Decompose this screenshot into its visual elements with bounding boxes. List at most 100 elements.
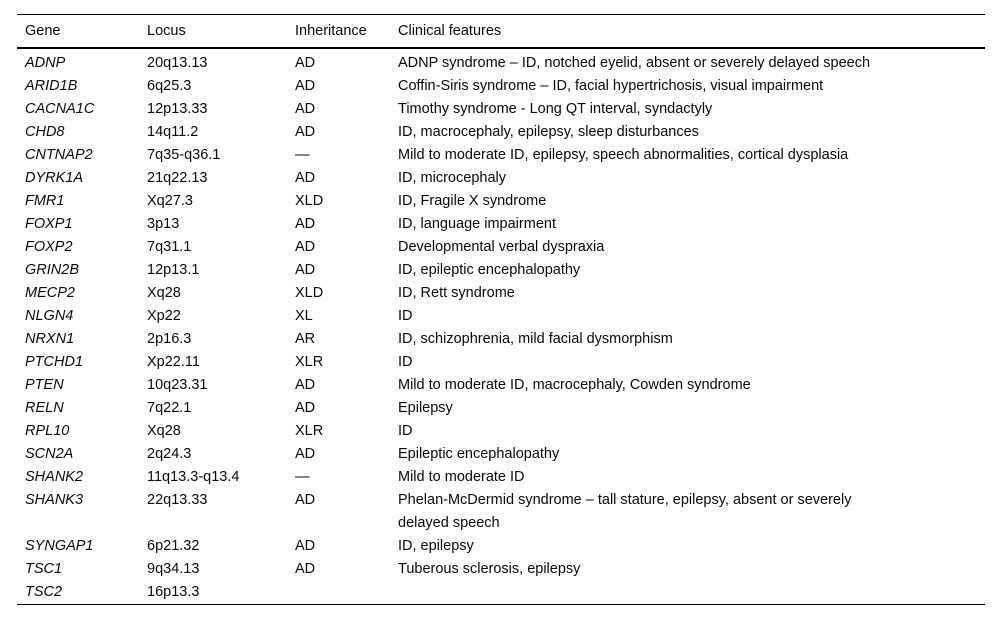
column-header-clinical-features: Clinical features <box>390 14 985 49</box>
cell-inheritance: XLR <box>295 423 324 439</box>
table-row: CACNA1C 12p13.33 AD Timothy syndrome - L… <box>17 98 985 121</box>
table-row: DYRK1A 21q22.13 AD ID, microcephaly <box>17 167 985 190</box>
cell-clinical-features: Mild to moderate ID, macrocephaly, Cowde… <box>398 377 751 393</box>
cell-clinical-features: Epilepsy <box>398 400 453 416</box>
cell-locus: 2p16.3 <box>147 331 192 347</box>
cell-clinical-features: ID <box>398 423 413 439</box>
column-header-gene: Gene <box>17 14 139 49</box>
cell-inheritance: XL <box>295 308 313 324</box>
cell-inheritance: XLD <box>295 193 324 209</box>
cell-locus: 9q34.13 <box>147 561 200 577</box>
cell-gene: SHANK2 <box>25 469 84 485</box>
gene-table: Gene Locus Inheritance Clinical features… <box>17 14 985 605</box>
cell-gene: RELN <box>25 400 64 416</box>
cell-clinical-features: Timothy syndrome - Long QT interval, syn… <box>398 101 713 117</box>
cell-inheritance: AD <box>295 101 316 117</box>
cell-locus: 14q11.2 <box>147 124 199 140</box>
cell-locus: 20q13.13 <box>147 55 208 71</box>
cell-clinical-features: ID, epilepsy <box>398 538 474 554</box>
cell-clinical-features: Tuberous sclerosis, epilepsy <box>398 561 581 577</box>
cell-gene: ARID1B <box>25 78 78 94</box>
cell-gene: FOXP2 <box>25 239 73 255</box>
cell-inheritance: AD <box>295 55 316 71</box>
cell-inheritance: AD <box>295 262 316 278</box>
table-row: SCN2A 2q24.3 AD Epileptic encephalopathy <box>17 443 985 466</box>
cell-gene: SHANK3 <box>25 492 84 508</box>
cell-locus: Xq27.3 <box>147 193 193 209</box>
cell-inheritance: AD <box>295 377 316 393</box>
cell-locus: 6p21.32 <box>147 538 200 554</box>
cell-gene: FOXP1 <box>25 216 73 232</box>
cell-inheritance: AD <box>295 78 316 94</box>
cell-clinical-features: ID, macrocephaly, epilepsy, sleep distur… <box>398 124 699 140</box>
cell-gene: SYNGAP1 <box>25 538 94 554</box>
cell-gene: GRIN2B <box>25 262 79 278</box>
cell-clinical-features: Epileptic encephalopathy <box>398 446 560 462</box>
cell-locus: 6q25.3 <box>147 78 192 94</box>
cell-clinical-features: ID, microcephaly <box>398 170 506 186</box>
table-row: TSC2 16p13.3 <box>17 581 985 605</box>
cell-inheritance: AD <box>295 492 316 508</box>
cell-clinical-features: Phelan-McDermid syndrome – tall stature,… <box>398 492 852 531</box>
table-row: CNTNAP2 7q35-q36.1 — Mild to moderate ID… <box>17 144 985 167</box>
cell-locus: 22q13.33 <box>147 492 208 508</box>
cell-gene: MECP2 <box>25 285 75 301</box>
cell-clinical-features: Developmental verbal dyspraxia <box>398 239 605 255</box>
table-row: NLGN4 Xp22 XL ID <box>17 305 985 328</box>
cell-clinical-features: Mild to moderate ID <box>398 469 525 485</box>
cell-clinical-features: ID <box>398 308 413 324</box>
cell-locus: Xq28 <box>147 285 181 301</box>
cell-clinical-features: ID, schizophrenia, mild facial dysmorphi… <box>398 331 673 347</box>
table-row: FOXP1 3p13 AD ID, language impairment <box>17 213 985 236</box>
cell-locus: Xq28 <box>147 423 181 439</box>
cell-clinical-features: ID, Rett syndrome <box>398 285 515 301</box>
cell-locus: 2q24.3 <box>147 446 192 462</box>
cell-gene: PTCHD1 <box>25 354 84 370</box>
table-row: SHANK3 22q13.33 AD Phelan-McDermid syndr… <box>17 489 985 535</box>
cell-gene: CNTNAP2 <box>25 147 93 163</box>
cell-locus: 10q23.31 <box>147 377 208 393</box>
table-row: RELN 7q22.1 AD Epilepsy <box>17 397 985 420</box>
cell-gene: TSC2 <box>25 584 63 600</box>
table-row: GRIN2B 12p13.1 AD ID, epileptic encephal… <box>17 259 985 282</box>
cell-locus: 7q22.1 <box>147 400 192 416</box>
table-row: MECP2 Xq28 XLD ID, Rett syndrome <box>17 282 985 305</box>
cell-clinical-features: ID, language impairment <box>398 216 556 232</box>
cell-clinical-features: ADNP syndrome – ID, notched eyelid, abse… <box>398 55 871 71</box>
cell-inheritance: AD <box>295 538 316 554</box>
table-row: PTEN 10q23.31 AD Mild to moderate ID, ma… <box>17 374 985 397</box>
cell-locus: Xp22 <box>147 308 181 324</box>
cell-inheritance: AD <box>295 170 316 186</box>
cell-clinical-features: Mild to moderate ID, epilepsy, speech ab… <box>398 147 849 163</box>
cell-gene: CHD8 <box>25 124 65 140</box>
table-row: ARID1B 6q25.3 AD Coffin-Siris syndrome –… <box>17 75 985 98</box>
table-row: PTCHD1 Xp22.11 XLR ID <box>17 351 985 374</box>
table-row: FMR1 Xq27.3 XLD ID, Fragile X syndrome <box>17 190 985 213</box>
cell-gene: CACNA1C <box>25 101 95 117</box>
cell-locus: 3p13 <box>147 216 180 232</box>
cell-inheritance: AD <box>295 239 316 255</box>
cell-gene: NLGN4 <box>25 308 74 324</box>
cell-clinical-features <box>390 581 985 605</box>
cell-locus: 7q35-q36.1 <box>147 147 221 163</box>
cell-inheritance: AD <box>295 216 316 232</box>
cell-clinical-features: ID <box>398 354 413 370</box>
cell-gene: ADNP <box>25 55 66 71</box>
cell-inheritance: AD <box>295 446 316 462</box>
table-row: ADNP 20q13.13 AD ADNP syndrome – ID, not… <box>17 48 985 75</box>
cell-inheritance <box>287 581 390 605</box>
cell-inheritance: AD <box>295 400 316 416</box>
table-row: TSC1 9q34.13 AD Tuberous sclerosis, epil… <box>17 558 985 581</box>
cell-gene: NRXN1 <box>25 331 75 347</box>
cell-clinical-features: ID, epileptic encephalopathy <box>398 262 581 278</box>
cell-clinical-features: ID, Fragile X syndrome <box>398 193 547 209</box>
cell-gene: RPL10 <box>25 423 70 439</box>
table-row: FOXP2 7q31.1 AD Developmental verbal dys… <box>17 236 985 259</box>
column-header-locus: Locus <box>139 14 287 49</box>
cell-inheritance: AR <box>295 331 316 347</box>
table-row: NRXN1 2p16.3 AR ID, schizophrenia, mild … <box>17 328 985 351</box>
cell-locus: Xp22.11 <box>147 354 200 370</box>
cell-locus: 12p13.1 <box>147 262 200 278</box>
cell-gene: SCN2A <box>25 446 74 462</box>
